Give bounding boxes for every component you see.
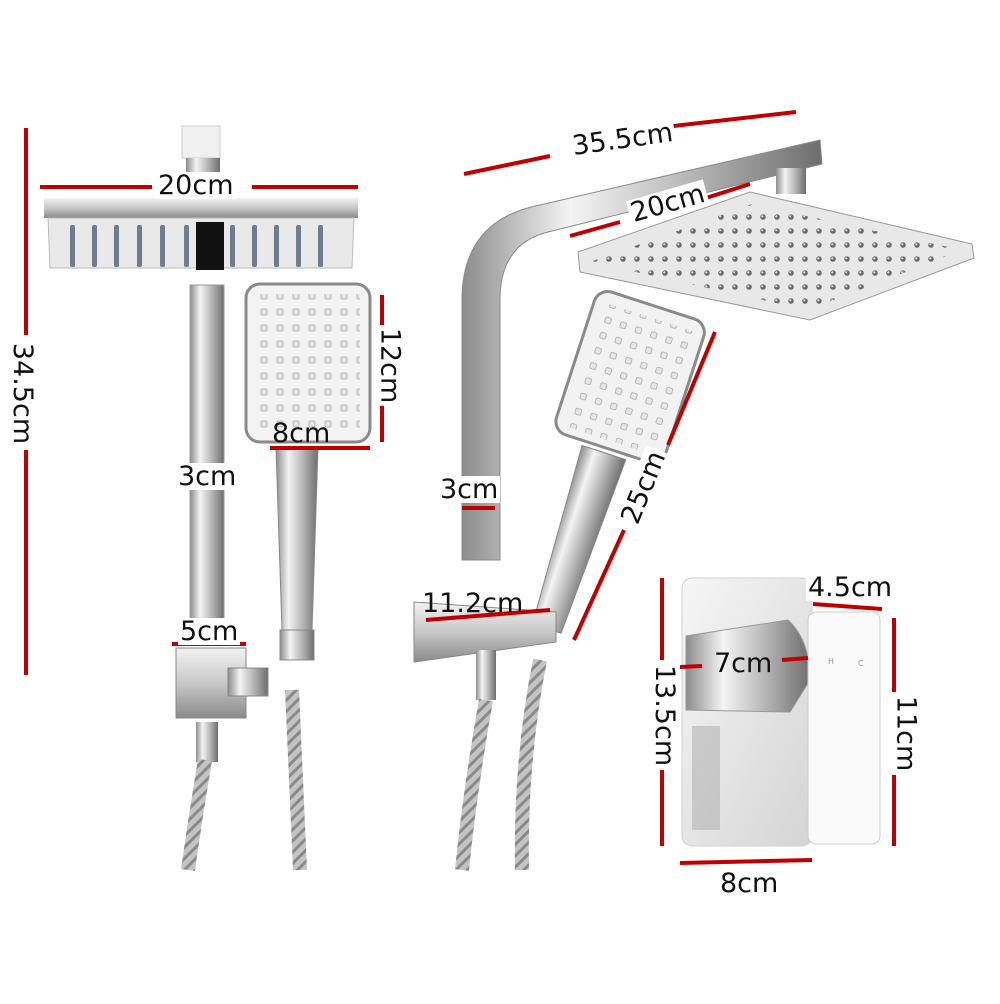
mixer-height-label: 13.5cm [649, 662, 681, 769]
right-bracket-width-label: 11.2cm [422, 588, 524, 619]
overall-height-label: 34.5cm [7, 340, 39, 447]
svg-text:C: C [858, 659, 864, 668]
right-angled-view [413, 139, 975, 871]
mixer-handle-width-label: 4.5cm [806, 572, 895, 603]
mixer-handle-height-label: 11cm [890, 693, 922, 774]
mixer-width-label: 8cm [718, 868, 781, 899]
left-bracket-width-label: 5cm [178, 616, 241, 647]
left-head-width-label: 20cm [156, 170, 236, 201]
right-pipe-width-label: 3cm [438, 474, 501, 505]
handheld-width-label: 8cm [272, 418, 331, 449]
left-pipe-width-label: 3cm [176, 461, 239, 492]
handheld-height-label: 12cm [374, 325, 406, 406]
left-front-view [44, 125, 372, 871]
dimension-lines [24, 110, 896, 865]
svg-text:H: H [828, 657, 834, 666]
mixer-depth-label: 7cm [714, 648, 773, 679]
mixer-view: H C [681, 577, 881, 847]
